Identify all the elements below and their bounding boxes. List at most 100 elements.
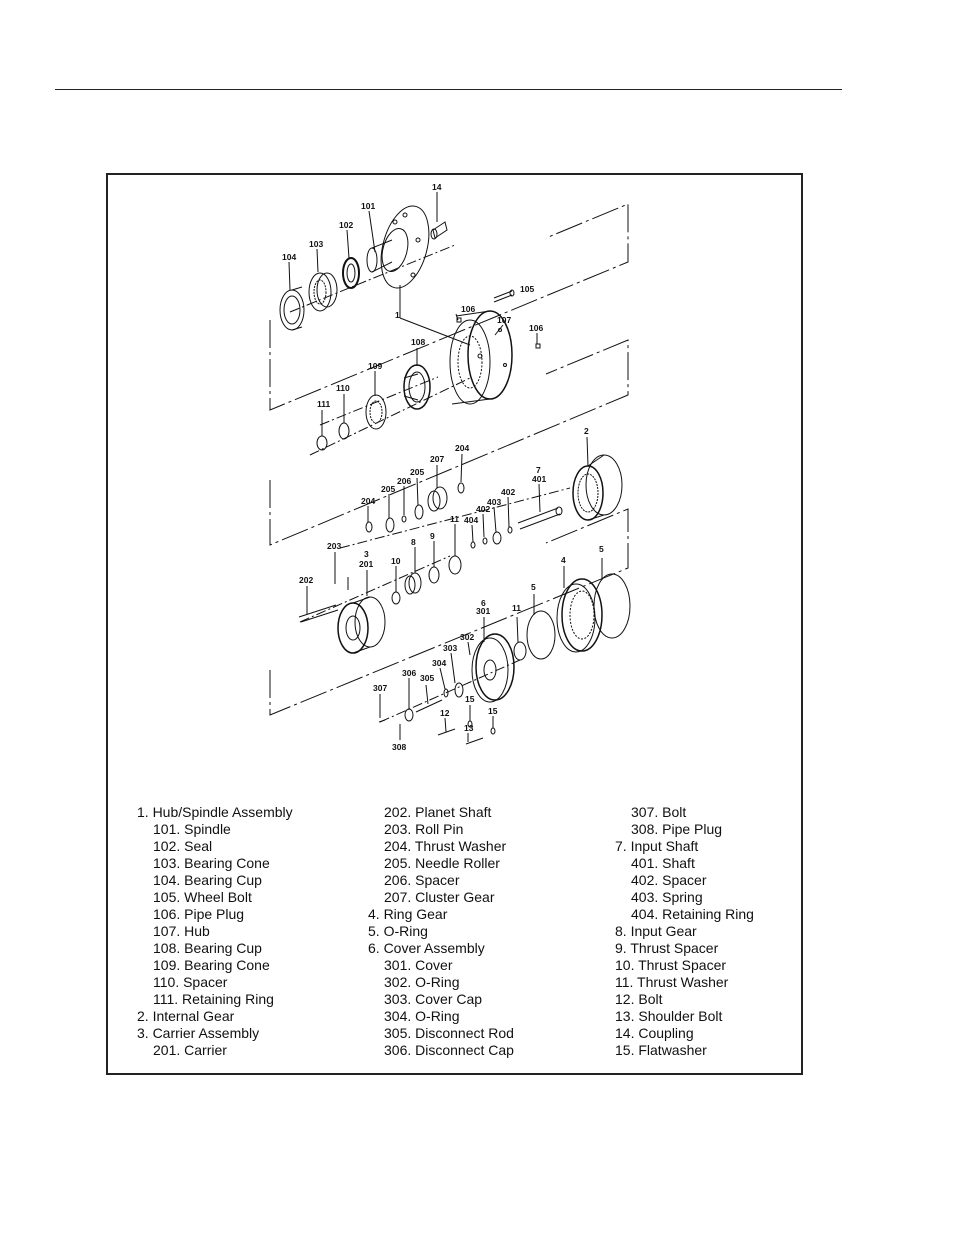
callout-111: 111 (317, 399, 331, 409)
center-lines (289, 244, 571, 723)
planet-shaft-202 (298, 604, 339, 623)
legend-entry: 307. Bolt (631, 804, 687, 820)
legend-entry: 201. Carrier (153, 1042, 227, 1058)
bolts-12-13-307 (378, 719, 484, 745)
legend-entry: 7. Input Shaft (615, 838, 699, 854)
legend-entry: 1. Hub/Spindle Assembly (137, 804, 293, 820)
legend-entry: 404. Retaining Ring (631, 906, 754, 922)
callout-404: 404 (464, 515, 478, 525)
legend-entry: 106. Pipe Plug (153, 906, 245, 922)
input-shaft-small-parts (470, 526, 513, 549)
callout-207: 207 (430, 454, 444, 464)
band-outlines (269, 203, 629, 716)
callout-104: 104 (282, 252, 296, 262)
carrier-201 (337, 596, 386, 654)
cover-301 (471, 633, 515, 703)
callout-305: 305 (420, 673, 434, 683)
coupling-14 (430, 221, 448, 240)
legend-entry: 103. Bearing Cone (153, 855, 270, 871)
retaining-ring-111 (316, 435, 328, 451)
callout-15b: 15 (488, 706, 498, 716)
thrust-washer-11b (513, 641, 527, 661)
callout-205a: 205 (410, 467, 424, 477)
legend-entry: 109. Bearing Cone (153, 957, 270, 973)
hub-107 (449, 310, 513, 405)
callout-204a: 204 (455, 443, 469, 453)
legend-entry: 13. Shoulder Bolt (615, 1008, 723, 1024)
legend-entry: 308. Pipe Plug (631, 821, 723, 837)
legend-entry: 107. Hub (153, 923, 210, 939)
legend-entry: 108. Bearing Cup (153, 940, 262, 956)
callout-1: 1 (395, 310, 400, 320)
legend-entry: 14. Coupling (615, 1025, 694, 1041)
bearing-cone-109 (365, 394, 387, 430)
legend-entry: 206. Spacer (384, 872, 460, 888)
needle-rollers-205 (385, 504, 424, 533)
legend-entry: 402. Spacer (631, 872, 707, 888)
leader-lines (288, 192, 603, 742)
legend-entry: 111. Retaining Ring (153, 991, 274, 1007)
legend-entry: 3. Carrier Assembly (137, 1025, 260, 1041)
legend-entry: 5. O-Ring (368, 923, 428, 939)
legend-entry: 101. Spindle (153, 821, 231, 837)
input-shaft-401 (517, 506, 563, 530)
legend-entry: 15. Flatwasher (615, 1042, 707, 1058)
wheel-bolt-105 (493, 289, 515, 303)
thrust-washer-204 (365, 482, 465, 533)
cover-cap-303 (454, 682, 464, 698)
callout-308: 308 (392, 742, 406, 752)
bearing-cup-104 (279, 286, 305, 331)
callout-109: 109 (368, 361, 382, 371)
ring-gear-4 (556, 578, 603, 653)
callout-7: 7 (536, 465, 541, 475)
legend-entry: 10. Thrust Spacer (615, 957, 727, 973)
legend-entry: 304. O-Ring (384, 1008, 460, 1024)
legend-entry: 110. Spacer (153, 974, 228, 990)
callout-307: 307 (373, 683, 387, 693)
callout-105: 105 (520, 284, 534, 294)
o-ring-5a (593, 573, 631, 639)
callout-203: 203 (327, 541, 341, 551)
callout-108: 108 (411, 337, 425, 347)
spacer-206 (401, 515, 407, 523)
callout-6: 6 (481, 598, 486, 608)
callout-304: 304 (432, 658, 446, 668)
legend-entry: 104. Bearing Cup (153, 872, 262, 888)
callout-306: 306 (402, 668, 416, 678)
callout-102: 102 (339, 220, 353, 230)
legend-entry: 102. Seal (153, 838, 213, 854)
callout-13: 13 (464, 723, 474, 733)
legend-entry: 11. Thrust Washer (615, 974, 729, 990)
legend-entry: 203. Roll Pin (384, 821, 464, 837)
seal-102 (342, 257, 360, 289)
legend-entry: 204. Thrust Washer (384, 838, 507, 854)
thrust-washer-11a (448, 555, 462, 575)
legend-entry: 306. Disconnect Cap (384, 1042, 514, 1058)
callout-204b: 204 (361, 496, 375, 506)
callout-106a: 106 (461, 304, 475, 314)
o-ring-5b (526, 610, 556, 660)
legend-entry: 401. Shaft (631, 855, 695, 871)
pipe-plugs-106 (456, 317, 541, 349)
legend-entry: 8. Input Gear (615, 923, 697, 939)
callout-303: 303 (443, 643, 457, 653)
callout-206: 206 (397, 476, 411, 486)
header-rule (55, 89, 842, 90)
callout-402b: 402 (476, 504, 490, 514)
o-ring-304 (443, 688, 449, 698)
callout-107: 107 (497, 315, 511, 325)
callout-403: 403 (487, 497, 501, 507)
callout-202: 202 (299, 575, 313, 585)
legend-entry: 6. Cover Assembly (368, 940, 485, 956)
callout-103: 103 (309, 239, 323, 249)
legend-entry: 4. Ring Gear (368, 906, 448, 922)
callout-14: 14 (432, 182, 442, 192)
input-gear-8 (404, 572, 422, 595)
bearing-cup-108 (403, 364, 431, 410)
legend-entry: 9. Thrust Spacer (615, 940, 719, 956)
cluster-gear-207 (427, 486, 448, 512)
internal-gear-2 (572, 454, 623, 521)
